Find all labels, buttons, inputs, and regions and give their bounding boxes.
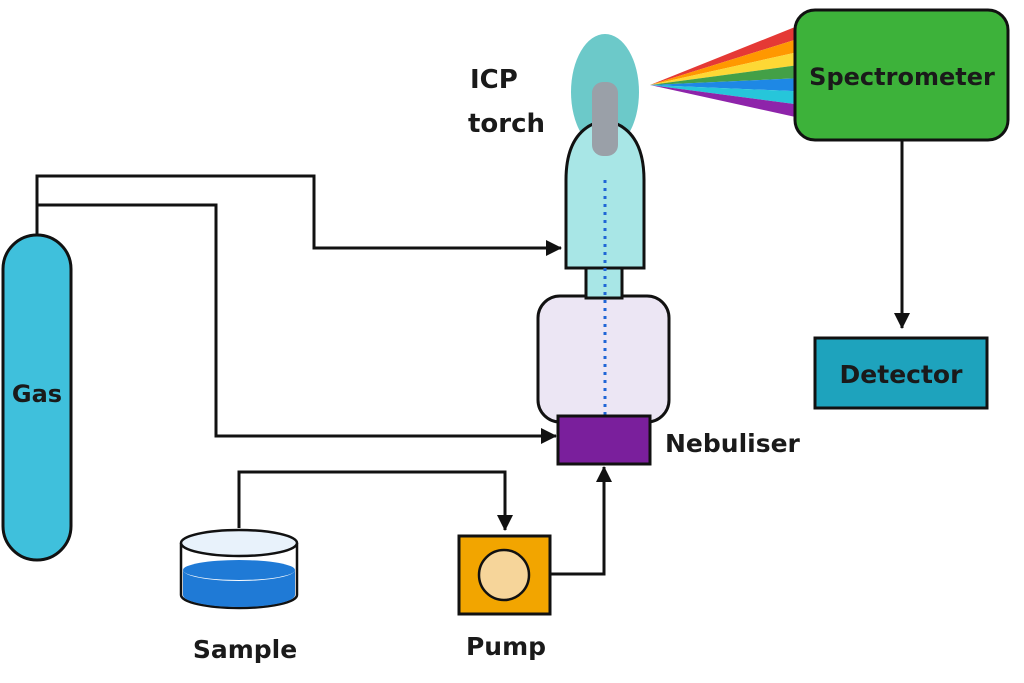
gas-cylinder-body bbox=[1, 233, 73, 562]
sample-liquid bbox=[183, 570, 295, 607]
sample-dish bbox=[179, 528, 299, 610]
nebuliser-label: Nebuliser bbox=[665, 429, 801, 458]
gas-label: Gas bbox=[12, 380, 62, 408]
detector: Detector bbox=[813, 336, 989, 410]
detector-box bbox=[813, 336, 989, 410]
spectrum-band bbox=[650, 78, 800, 92]
spectrum-band bbox=[650, 85, 800, 105]
spectrometer-label: Spectrometer bbox=[809, 63, 995, 91]
spectrum-band bbox=[650, 25, 800, 85]
icp-torch bbox=[564, 34, 646, 270]
spectrum-band bbox=[650, 64, 800, 85]
sample-label: Sample bbox=[193, 635, 297, 664]
spectrum-band bbox=[650, 85, 800, 118]
pump-label: Pump bbox=[466, 632, 546, 661]
nebuliser bbox=[556, 414, 652, 466]
gas-line-to-torch bbox=[35, 174, 562, 256]
sample-line-to-pump bbox=[237, 470, 513, 531]
emission-spectrum bbox=[650, 25, 800, 118]
pump-line-to-nebuliser bbox=[551, 466, 612, 576]
spectrometer: Spectrometer bbox=[793, 8, 1010, 142]
sample-dish-wall bbox=[179, 543, 299, 610]
torch-core bbox=[592, 82, 618, 156]
detector-label: Detector bbox=[840, 360, 964, 389]
spectrometer-box bbox=[793, 8, 1010, 142]
icp-torch-label-line2: torch bbox=[468, 109, 545, 139]
sample-liquid-surface bbox=[183, 560, 295, 580]
spectrum-band bbox=[650, 38, 800, 85]
pump bbox=[457, 534, 552, 616]
pump-rotor bbox=[477, 548, 531, 602]
icp-torch-label-line1: ICP bbox=[470, 65, 518, 95]
sample-dish-rim bbox=[179, 528, 299, 558]
gas-line-to-nebuliser bbox=[37, 203, 557, 444]
gas-cylinder: Gas bbox=[1, 233, 73, 562]
spectrum-band bbox=[650, 51, 800, 85]
